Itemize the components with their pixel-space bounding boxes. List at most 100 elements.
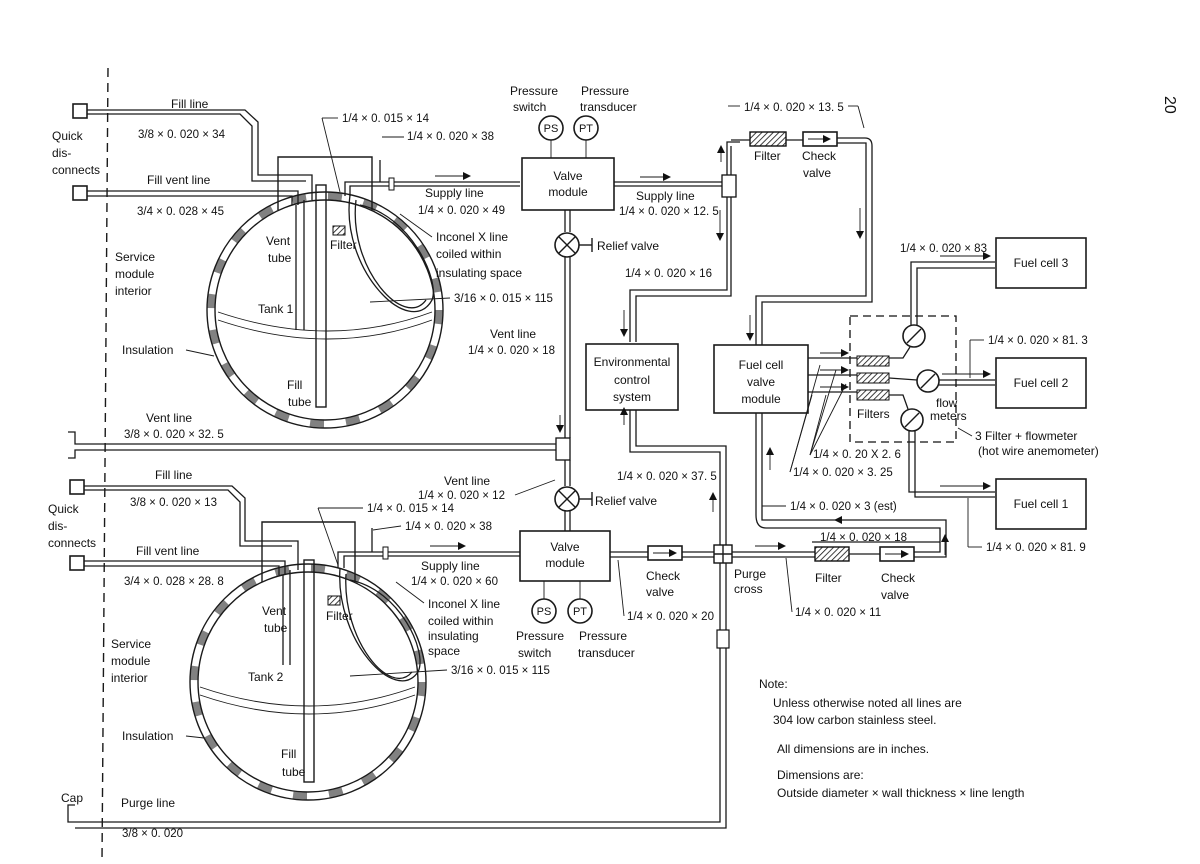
vent-tube-1-a: Vent <box>266 234 291 248</box>
fill-vent-line-1-dim: 3/4 × 0. 028 × 45 <box>137 206 224 218</box>
purge-line-dim: 3/8 × 0. 020 <box>122 828 183 840</box>
ps2: PS <box>537 606 552 618</box>
filters-label: Filters <box>857 407 890 421</box>
env-c: system <box>613 390 651 404</box>
valve-module-2 <box>519 530 611 582</box>
tank2-filter <box>327 595 341 606</box>
filter-flowmeter-group <box>849 315 957 443</box>
note-title: Note: <box>759 677 788 691</box>
fuel-cell-3 <box>995 237 1087 289</box>
pressure-switch-1 <box>538 115 564 141</box>
vent-tube-2-a: Vent <box>262 604 287 618</box>
filter-lower-label: Filter <box>815 571 842 585</box>
fuel-cell-2-label: Fuel cell 2 <box>1014 376 1069 390</box>
service-module-boundary <box>101 67 109 861</box>
inconel-1-a: Inconel X line <box>436 230 508 244</box>
supply-line-2: Supply line <box>636 189 695 203</box>
tank1-label: Tank 1 <box>258 302 294 316</box>
pressure-transducer-1 <box>573 115 599 141</box>
relief-valve-2 <box>554 486 593 512</box>
pressure-switch-2 <box>531 598 557 624</box>
fuel-cell-1-label: Fuel cell 1 <box>1014 497 1069 511</box>
coil-1-dim: 3/16 × 0. 015 × 115 <box>454 293 553 305</box>
valve-module-2-a: Valve <box>550 540 579 554</box>
inconel-1-b: coiled within <box>436 247 501 261</box>
relief-valve-2-label: Relief valve <box>595 494 657 508</box>
relief-valve-1-label: Relief valve <box>597 239 659 253</box>
check-valve-ll-a: Check <box>646 569 681 583</box>
pressure-switch-1-a: Pressure <box>510 84 558 98</box>
ff-a: 3 Filter + flowmeter <box>975 429 1077 443</box>
check-valve-ll-b: valve <box>646 585 674 599</box>
valve-module-1-a: Valve <box>553 169 582 183</box>
purge-cross-a: Purge <box>734 567 766 581</box>
page-number: 20 <box>1161 96 1178 114</box>
pressure-switch-1-b: switch <box>513 100 546 114</box>
pressure-transducer-2 <box>567 598 593 624</box>
dim-20-2-6: 1/4 × 0. 20 X 2. 6 <box>813 449 901 461</box>
qd2-a: Quick <box>48 502 80 516</box>
smi2-a: Service <box>111 637 151 651</box>
smi1-a: Service <box>115 250 155 264</box>
fill-vent-line-2-dim: 3/4 × 0. 028 × 28. 8 <box>124 576 224 588</box>
flowmeter-top <box>902 324 926 348</box>
qd2-b: dis- <box>48 519 67 533</box>
inconel-2-b: coiled within <box>428 614 493 628</box>
dim-3-est: 1/4 × 0. 020 × 3 (est) <box>790 501 897 513</box>
check-valve-top-a: Check <box>802 149 837 163</box>
fill-tube-1-a: Fill <box>287 378 302 392</box>
note-line-2: 304 low carbon stainless steel. <box>773 713 936 727</box>
vent-line-1: Vent line <box>490 327 536 341</box>
fcvm-b: valve <box>747 375 775 389</box>
note-line-5: Outside diameter × wall thickness × line… <box>777 786 1024 800</box>
env-a: Environmental <box>594 355 671 369</box>
fuel-cell-3-label: Fuel cell 3 <box>1014 256 1069 270</box>
dim-83: 1/4 × 0. 020 × 83 <box>900 243 987 255</box>
pressure-transducer-1-b: transducer <box>580 100 637 114</box>
dim-015-14b: 1/4 × 0. 015 × 14 <box>367 503 455 515</box>
dim-81-9: 1/4 × 0. 020 × 81. 9 <box>986 542 1086 554</box>
purge-cross-b: cross <box>734 582 763 596</box>
quick-disconnect-fill-2 <box>69 479 85 495</box>
qd1-c: connects <box>52 163 100 177</box>
qd1-a: Quick <box>52 129 84 143</box>
supply-line-3: Supply line <box>421 559 480 573</box>
insulation-1: Insulation <box>122 343 173 357</box>
ff-b: (hot wire anemometer) <box>978 444 1099 458</box>
tank-2 <box>189 521 427 801</box>
note-line-1: Unless otherwise noted all lines are <box>773 696 962 710</box>
vent-tube-1-b: tube <box>268 251 292 265</box>
quick-disconnect-fill-1 <box>72 103 88 119</box>
pressure-transducer-2-b: transducer <box>578 646 635 660</box>
env-b: control <box>614 373 650 387</box>
dim-020-38b: 1/4 × 0. 020 × 38 <box>405 521 492 533</box>
dim-81-3: 1/4 × 0. 020 × 81. 3 <box>988 335 1088 347</box>
environmental-control-system <box>585 343 679 411</box>
fill-vent-line-1: Fill vent line <box>147 173 211 187</box>
pressure-switch-2-b: switch <box>518 646 551 660</box>
flow-meters-a: flow <box>936 396 958 410</box>
fuel-cell-1 <box>995 478 1087 530</box>
filter-1-label: Filter <box>330 238 357 252</box>
supply-line-1: Supply line <box>425 186 484 200</box>
pressure-transducer-1-a: Pressure <box>581 84 629 98</box>
vent-line-1-dim: 1/4 × 0. 020 × 18 <box>468 345 555 357</box>
pt1: PT <box>579 123 593 135</box>
note-line-3: All dimensions are in inches. <box>777 742 929 756</box>
tank-1 <box>206 156 444 429</box>
dim-13-5: 1/4 × 0. 020 × 13. 5 <box>744 102 844 114</box>
fill-line-2-dim: 3/8 × 0. 020 × 13 <box>130 497 217 509</box>
vent-line-3: Vent line <box>444 474 490 488</box>
inconel-2-c: insulating <box>428 629 479 643</box>
vent-tube-2-b: tube <box>264 621 288 635</box>
dim-37-5: 1/4 × 0. 020 × 37. 5 <box>617 471 717 483</box>
insulation-2: Insulation <box>122 729 173 743</box>
purge-line-label: Purge line <box>121 796 175 810</box>
valve-module-1 <box>521 157 615 211</box>
dim-015-14: 1/4 × 0. 015 × 14 <box>342 113 430 125</box>
smi2-c: interior <box>111 671 148 685</box>
filter-2-label: Filter <box>326 609 353 623</box>
fill-line-1: Fill line <box>171 97 209 111</box>
supply-line-3-dim: 1/4 × 0. 020 × 60 <box>411 576 498 588</box>
